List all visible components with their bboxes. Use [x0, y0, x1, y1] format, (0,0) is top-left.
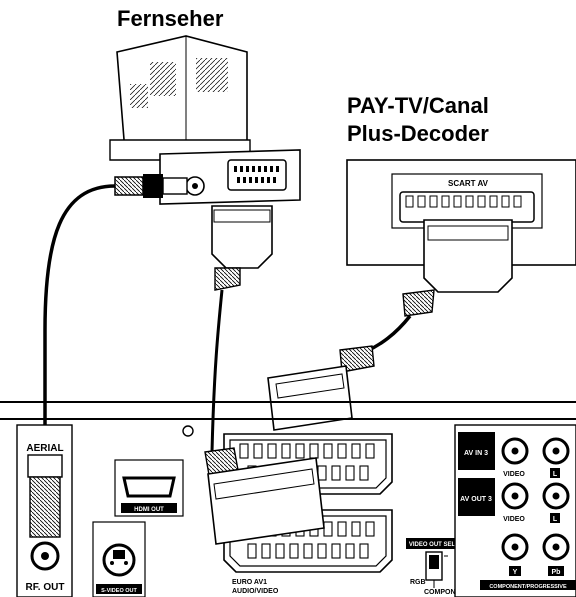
tv-title: Fernseher — [117, 6, 224, 31]
decoder-title-line2: Plus-Decoder — [347, 121, 489, 146]
av2-scart-plug — [267, 345, 375, 431]
component-label: COMPONENT — [424, 589, 470, 596]
video-out-select-label: VIDEO OUT SELECT — [409, 542, 468, 548]
av-in3-label: AV IN 3 — [464, 450, 488, 457]
tv-set — [109, 35, 301, 205]
svideo-out-label: S-VIDEO OUT — [101, 588, 137, 594]
tv-scart-cable — [210, 289, 224, 453]
aerial-plug — [29, 476, 61, 538]
hdmi-out-socket — [122, 476, 176, 498]
aerial-label: AERIAL — [26, 443, 63, 454]
video-label-2: VIDEO — [503, 516, 525, 523]
rf-out-label: RF. OUT — [26, 582, 65, 593]
video-label-1: VIDEO — [503, 471, 525, 478]
av1-scart-plug — [204, 447, 325, 545]
hdmi-out-label: HDMI OUT — [134, 507, 164, 513]
l-label-1: L — [553, 471, 558, 478]
tv-vent-left — [150, 62, 176, 96]
tv-scart-socket — [227, 159, 287, 191]
y-label: Y — [513, 569, 518, 576]
tv-vent-right — [196, 58, 228, 92]
decoder-scart-plug — [402, 219, 513, 317]
euro-av1-label-line1: EURO AV1 — [232, 579, 267, 586]
decoder-title: PAY-TV/Canal Plus-Decoder — [347, 92, 489, 148]
pb-label: Pb — [552, 569, 561, 576]
rgb-label: RGB — [410, 579, 426, 586]
euro-av1-label-line2: AUDIO/VIDEO — [232, 588, 279, 595]
decoder-title-line1: PAY-TV/Canal — [347, 93, 489, 118]
tv-scart-plug — [211, 205, 273, 291]
component-progressive-label: COMPONENT/PROGRESSIVE — [489, 584, 567, 590]
av-out3-label: AV OUT 3 — [460, 496, 492, 503]
svideo-out-socket — [102, 543, 136, 577]
antenna-cable — [43, 184, 116, 430]
decoder-scart-label: SCART AV — [448, 179, 489, 188]
l-label-2: L — [553, 516, 558, 523]
tv-coax-plug — [114, 174, 188, 198]
